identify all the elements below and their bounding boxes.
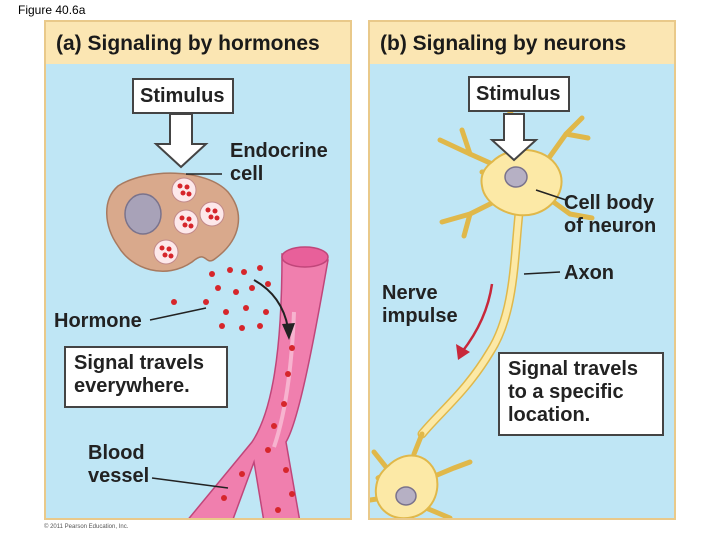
blood-vessel-label: Blood vessel (88, 442, 150, 487)
cell-body-label: Cell body of neuron (564, 192, 657, 237)
vessel-highlight (272, 311, 296, 448)
nerve-impulse-arrow (461, 283, 494, 353)
panel-b-title: (b) Signaling by neurons (370, 22, 674, 64)
panel-neurons: (b) Signaling by neurons Stimulus (368, 20, 676, 520)
signal-box-a: Signal travels everywhere. (64, 346, 228, 408)
stimulus-arrow (153, 113, 209, 169)
neuron-illustration (370, 99, 595, 518)
target-neuron-nucleus (395, 486, 417, 506)
neuron-nucleus (504, 166, 528, 188)
panel-a-title: (a) Signaling by hormones (46, 22, 350, 64)
blood-vessel-opening (281, 246, 329, 268)
stimulus-box-b: Stimulus (468, 76, 570, 112)
signal-box-b: Signal travels to a specific location. (498, 352, 664, 436)
hormone-label: Hormone (54, 310, 142, 332)
cell-body-leader-line (535, 189, 567, 201)
nerve-impulse-label: Nerve impulse (382, 282, 458, 327)
axon-shape (419, 201, 523, 437)
hormone-leader-line (149, 307, 207, 321)
stimulus-box-a: Stimulus (132, 78, 234, 114)
vessel-leader-line (151, 477, 229, 489)
axon-leader-line (523, 271, 561, 275)
endocrine-cell-label: Endocrine cell (230, 140, 328, 185)
hormone-illustration (106, 113, 329, 518)
panel-hormones: (a) Signaling by hormones (44, 20, 352, 520)
nucleus-shape (124, 193, 162, 235)
hormone-dots (171, 265, 295, 513)
hormone-path-arrow (253, 279, 289, 329)
figure-caption: Figure 40.6a (18, 3, 86, 17)
axon-label: Axon (564, 262, 614, 284)
copyright-notice: © 2011 Pearson Education, Inc. (44, 524, 129, 530)
stimulus-arrow-b (489, 113, 539, 162)
